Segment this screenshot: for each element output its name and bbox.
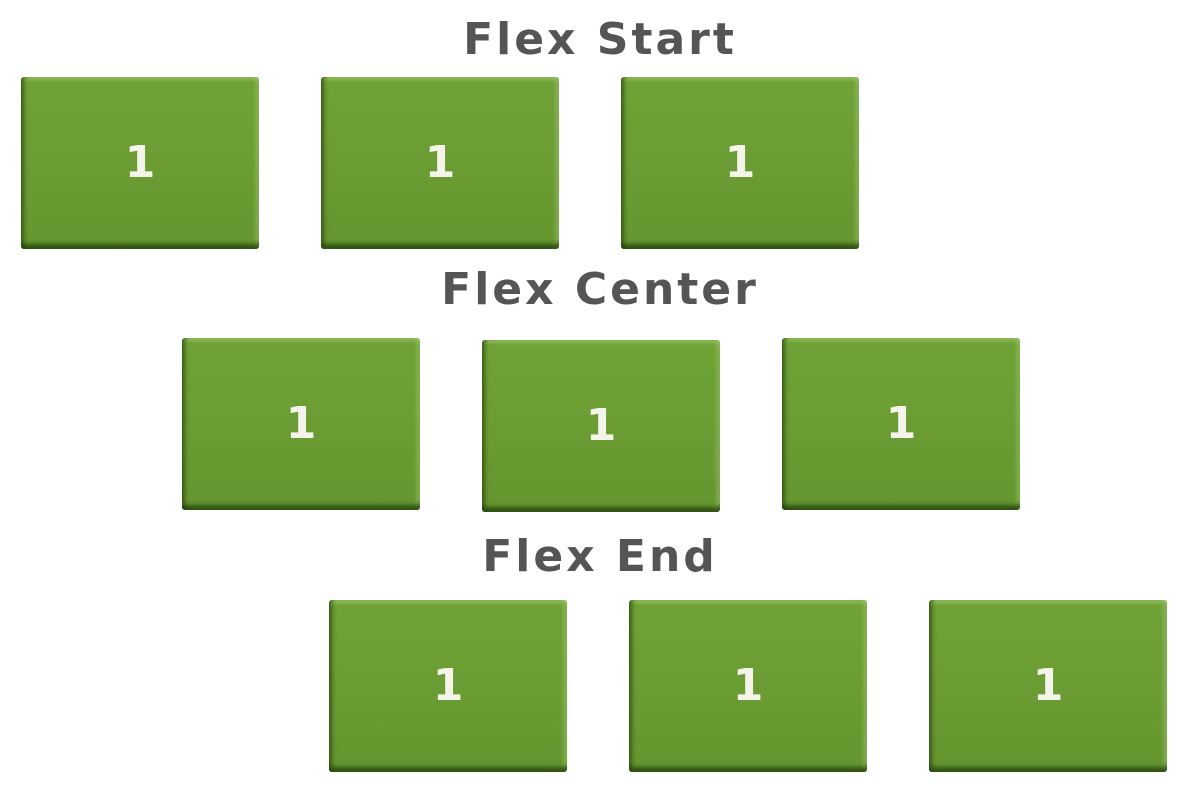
flex-center-box-2: 1 xyxy=(482,340,720,512)
box-label: 1 xyxy=(124,137,156,188)
flex-end-row: 1 1 1 xyxy=(0,600,1200,772)
flex-end-title: Flex End xyxy=(482,531,718,582)
flex-center-box-1: 1 xyxy=(182,338,420,510)
flex-start-box-2: 1 xyxy=(321,77,559,249)
flex-start-title: Flex Start xyxy=(463,14,737,65)
flex-center-title: Flex Center xyxy=(441,264,759,315)
box-label: 1 xyxy=(585,400,617,451)
box-label: 1 xyxy=(724,137,756,188)
flex-end-box-1: 1 xyxy=(329,600,567,772)
flex-start-box-3: 1 xyxy=(621,77,859,249)
flex-center-row: 1 1 1 xyxy=(0,338,1200,512)
box-label: 1 xyxy=(1032,660,1064,711)
flex-end-box-2: 1 xyxy=(629,600,867,772)
flex-end-box-3: 1 xyxy=(929,600,1167,772)
box-label: 1 xyxy=(885,398,917,449)
flex-start-row: 1 1 1 xyxy=(0,77,1200,249)
flex-center-box-3: 1 xyxy=(782,338,1020,510)
box-label: 1 xyxy=(732,660,764,711)
box-label: 1 xyxy=(285,398,317,449)
box-label: 1 xyxy=(424,137,456,188)
box-label: 1 xyxy=(432,660,464,711)
flex-start-box-1: 1 xyxy=(21,77,259,249)
